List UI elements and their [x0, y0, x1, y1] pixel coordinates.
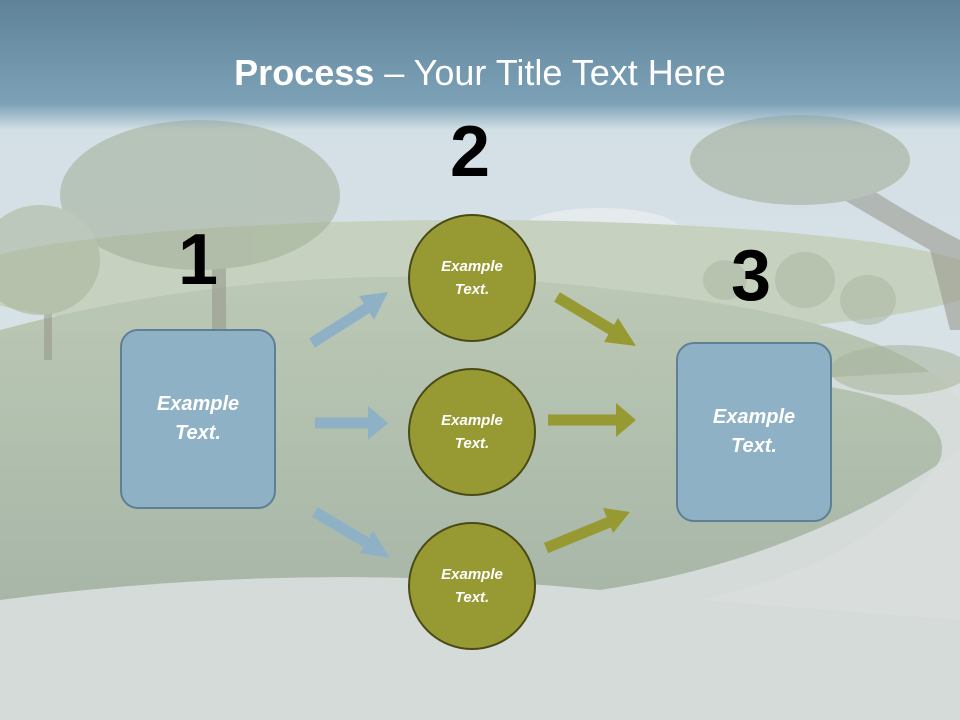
arrow-left-to-top	[309, 292, 388, 348]
circle-middle-text: Example Text.	[441, 412, 503, 452]
arrow-left-to-bottom	[312, 507, 390, 558]
circle-bottom-text: Example Text.	[441, 566, 503, 606]
step-number-2: 2	[450, 112, 491, 192]
process-circle-top: Example Text.	[408, 214, 536, 342]
box-right-text: Example Text.	[712, 406, 796, 457]
process-circle-middle: Example Text.	[408, 368, 536, 496]
slide-title: Process – Your Title Text Here	[0, 52, 960, 94]
title-bold: Process	[234, 52, 375, 93]
title-rest: – Your Title Text Here	[374, 52, 726, 93]
circle-top-text: Example Text.	[441, 258, 503, 298]
arrow-middle-to-right	[548, 403, 636, 437]
process-box-left: Example Text.	[120, 329, 276, 509]
arrow-left-to-middle	[315, 406, 388, 440]
arrow-top-to-right	[554, 292, 636, 346]
title-bar	[0, 0, 960, 130]
step-number-1: 1	[178, 220, 219, 300]
box-left-text: Example Text.	[156, 393, 240, 444]
arrow-bottom-to-right	[543, 508, 630, 554]
process-box-right: Example Text.	[676, 342, 832, 522]
step-number-3: 3	[731, 236, 772, 316]
process-circle-bottom: Example Text.	[408, 522, 536, 650]
